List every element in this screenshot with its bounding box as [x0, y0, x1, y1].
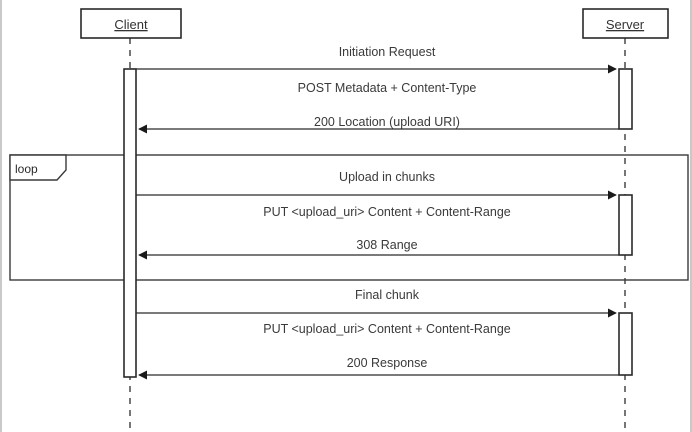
participant-box-server[interactable]: [582, 8, 669, 39]
activation-bar-server-2: [618, 194, 633, 256]
message-label-200-response: 200 Response: [347, 356, 428, 370]
activation-bar-server-1: [618, 68, 633, 130]
group-caption-final-chunk: Final chunk: [355, 288, 420, 302]
participant-box-client[interactable]: [80, 8, 182, 39]
activation-bar-client: [123, 68, 137, 378]
message-label-308-range: 308 Range: [356, 238, 417, 252]
loop-fragment-label-shape: [9, 154, 67, 181]
loop-fragment-box: [9, 154, 689, 281]
participant-label-client: Client: [114, 17, 148, 32]
loop-fragment-label: loop: [15, 162, 38, 176]
message-label-put-final-chunk: PUT <upload_uri> Content + Content-Range: [263, 322, 511, 336]
group-caption-upload-in-chunks: Upload in chunks: [339, 170, 435, 184]
activation-bar-server-3: [618, 312, 633, 376]
message-label-post-metadata: POST Metadata + Content-Type: [298, 81, 477, 95]
participant-label-server: Server: [606, 17, 645, 32]
message-label-200-location: 200 Location (upload URI): [314, 115, 460, 129]
group-caption-initiation: Initiation Request: [339, 45, 436, 59]
message-label-put-chunk: PUT <upload_uri> Content + Content-Range: [263, 205, 511, 219]
